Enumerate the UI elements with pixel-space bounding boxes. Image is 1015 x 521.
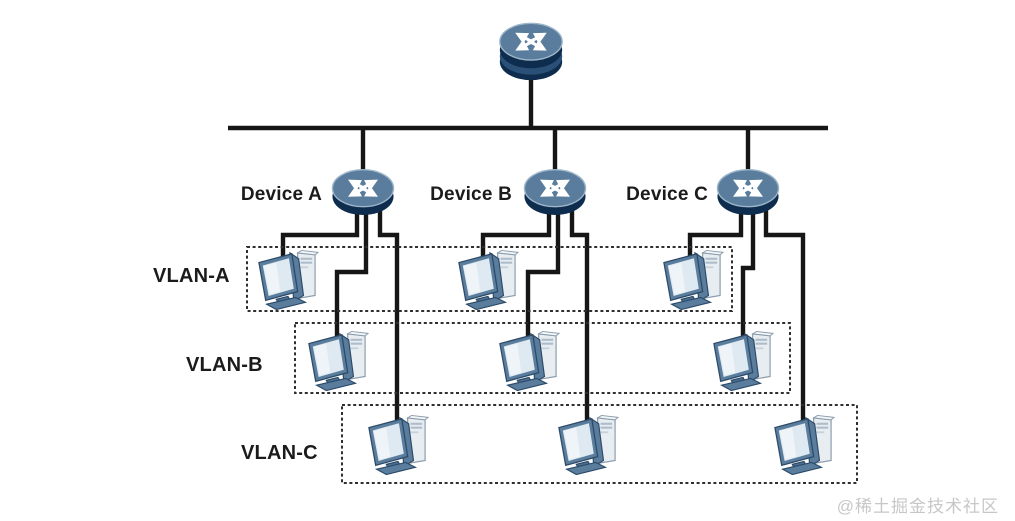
device-c-vlan-c-cable	[763, 200, 806, 422]
device-b-icon	[524, 170, 585, 215]
pc-icon-vlan-c-device-a	[368, 414, 429, 476]
device-c-icon	[717, 170, 778, 215]
vlan-a-box	[246, 246, 733, 312]
pc-icon-vlan-a-device-b	[458, 249, 519, 311]
pc-icon-vlan-a-device-c	[663, 249, 724, 311]
core-router-icon	[500, 23, 562, 80]
device-a-vlan-b-cable	[334, 200, 369, 338]
device-a-label: Device A	[240, 184, 322, 205]
vlan-a-label: VLAN-A	[153, 265, 230, 287]
pc-icon-vlan-c-device-b	[558, 414, 619, 476]
pc-icon-vlan-b-device-b	[499, 330, 560, 392]
vlan-b-box	[294, 322, 791, 394]
vlan-boundaries	[246, 246, 858, 484]
device-b-vlan-c-cable	[569, 200, 590, 422]
vlan-c-label: VLAN-C	[241, 442, 318, 464]
device-a-vlan-c-cable	[377, 200, 400, 422]
cable-links	[228, 75, 828, 422]
device-b-label: Device B	[430, 184, 512, 205]
pc-icon-vlan-b-device-a	[308, 330, 369, 392]
pc-icon-vlan-b-device-c	[713, 330, 774, 392]
device-c-vlan-b-cable	[740, 200, 756, 338]
watermark-text: @稀土掘金技术社区	[836, 497, 999, 516]
device-b-vlan-b-cable	[525, 200, 561, 338]
device-c-label: Device C	[626, 184, 708, 205]
pc-icon-vlan-c-device-c	[774, 414, 835, 476]
pc-icon-vlan-a-device-a	[258, 249, 319, 311]
vlan-b-label: VLAN-B	[186, 354, 263, 376]
